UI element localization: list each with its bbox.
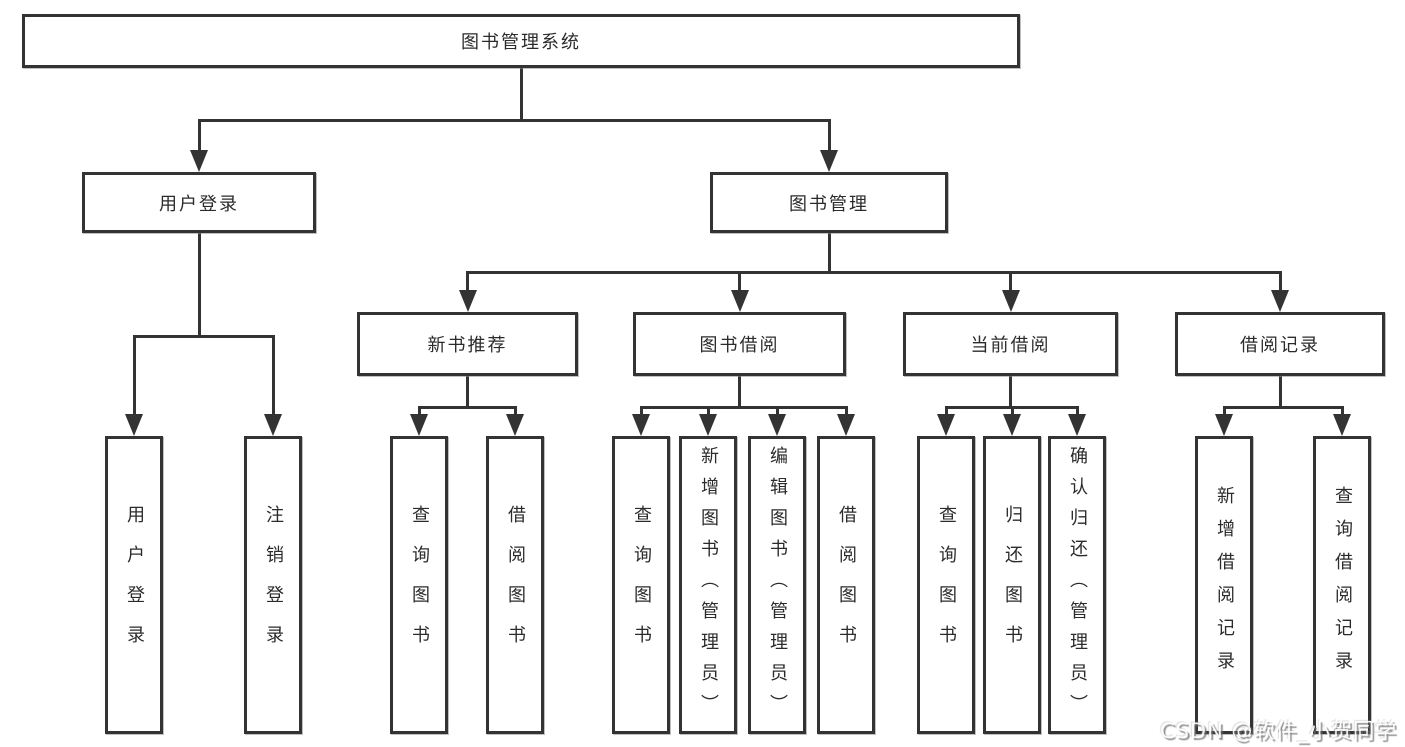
node-leaf-login: 用户登录	[105, 436, 163, 734]
node-bw-borrow: 借阅图书	[817, 436, 875, 734]
connector-drop	[639, 407, 643, 414]
arrowhead-icon	[820, 150, 838, 172]
arrowhead-icon	[1001, 290, 1020, 312]
node-cu-query-label: 查询图书	[936, 505, 957, 665]
node-leaf-login-label: 用户登录	[124, 505, 145, 665]
node-records: 借阅记录	[1175, 312, 1385, 376]
connector-drop	[466, 272, 469, 290]
node-bw-query: 查询图书	[612, 436, 670, 734]
node-nb-query: 查询图书	[390, 436, 448, 734]
node-bw-edit-label: 编辑图书（管理员）	[767, 445, 788, 725]
node-leaf-logout: 注销登录	[244, 436, 302, 734]
connector-bar	[197, 118, 831, 122]
node-bw-edit: 编辑图书（管理员）	[748, 436, 806, 734]
node-leaf-logout-label: 注销登录	[263, 505, 284, 665]
node-cu-return-label: 归还图书	[1002, 505, 1023, 665]
connector-drop	[132, 336, 136, 414]
connector-stem	[1009, 376, 1012, 407]
node-login: 用户登录	[82, 172, 316, 233]
node-rc-query-label: 查询借阅记录	[1332, 486, 1353, 684]
connector-bar	[132, 334, 275, 338]
connector-drop	[271, 336, 275, 414]
arrowhead-icon	[1215, 414, 1233, 436]
node-cu-confirm-label: 确认归还（管理员）	[1067, 445, 1088, 725]
connector-drop	[738, 272, 741, 290]
connector-bar	[417, 405, 517, 409]
node-rc-query: 查询借阅记录	[1313, 436, 1371, 734]
node-mgmt-label: 图书管理	[789, 193, 869, 215]
node-newbook: 新书推荐	[357, 312, 578, 376]
node-current: 当前借阅	[903, 312, 1118, 376]
arrowhead-icon	[125, 414, 143, 436]
connector-stem	[197, 233, 201, 336]
arrowhead-icon	[632, 414, 650, 436]
node-bw-borrow-label: 借阅图书	[836, 505, 857, 665]
node-root-label: 图书管理系统	[461, 32, 581, 53]
node-login-label: 用户登录	[159, 193, 239, 215]
arrowhead-icon	[264, 414, 282, 436]
arrowhead-icon	[699, 414, 717, 436]
arrowhead-icon	[1333, 414, 1351, 436]
connector-drop	[844, 407, 848, 414]
arrowhead-icon	[1003, 414, 1021, 436]
arrowhead-icon	[768, 414, 786, 436]
node-mgmt: 图书管理	[710, 172, 948, 233]
arrowhead-icon	[837, 414, 855, 436]
node-current-label: 当前借阅	[970, 335, 1051, 356]
node-root: 图书管理系统	[22, 14, 1020, 68]
node-nb-borrow: 借阅图书	[486, 436, 544, 734]
connector-drop	[775, 407, 779, 414]
arrowhead-icon	[458, 290, 477, 312]
node-newbook-label: 新书推荐	[427, 335, 508, 356]
node-borrow-label: 图书借阅	[699, 335, 780, 356]
connector-drop	[417, 407, 421, 414]
node-records-label: 借阅记录	[1240, 335, 1320, 356]
connector-stem	[738, 376, 741, 407]
connector-drop	[1075, 407, 1079, 414]
node-borrow: 图书借阅	[633, 312, 846, 376]
connector-stem	[827, 233, 831, 272]
node-rc-add-label: 新增借阅记录	[1214, 486, 1235, 684]
arrowhead-icon	[1068, 414, 1086, 436]
connector-bar	[466, 270, 1282, 274]
connector-drop	[827, 120, 831, 150]
node-cu-query: 查询图书	[917, 436, 975, 734]
arrowhead-icon	[410, 414, 428, 436]
connector-bar	[1222, 405, 1344, 409]
connector-bar	[639, 405, 848, 409]
connector-drop	[1009, 272, 1012, 290]
node-nb-borrow-label: 借阅图书	[505, 505, 526, 665]
arrowhead-icon	[506, 414, 524, 436]
connector-stem	[519, 68, 523, 120]
connector-drop	[1340, 407, 1344, 414]
node-nb-query-label: 查询图书	[409, 505, 430, 665]
arrowhead-icon	[730, 290, 749, 312]
arrowhead-icon	[190, 150, 208, 172]
connector-drop	[944, 407, 948, 414]
connector-drop	[1222, 407, 1226, 414]
connector-stem	[466, 376, 469, 407]
node-cu-return: 归还图书	[983, 436, 1041, 734]
connector-stem	[1278, 376, 1282, 407]
node-cu-confirm: 确认归还（管理员）	[1048, 436, 1106, 734]
node-bw-add-label: 新增图书（管理员）	[698, 445, 719, 725]
connector-drop	[513, 407, 517, 414]
connector-drop	[1010, 407, 1014, 414]
connector-drop	[1278, 272, 1282, 290]
node-rc-add: 新增借阅记录	[1195, 436, 1253, 734]
node-bw-add: 新增图书（管理员）	[679, 436, 737, 734]
connector-drop	[706, 407, 710, 414]
connector-drop	[197, 120, 201, 150]
arrowhead-icon	[937, 414, 955, 436]
arrowhead-icon	[1271, 290, 1289, 312]
node-bw-query-label: 查询图书	[631, 505, 652, 665]
